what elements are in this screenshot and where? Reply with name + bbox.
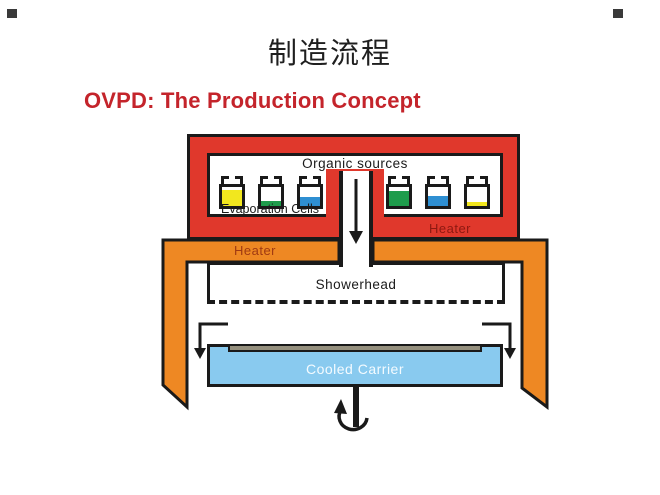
showerhead-label: Showerhead [315,277,397,292]
feed-tube [339,171,373,267]
corner-mark-left [7,9,17,18]
cell-fill [261,201,281,206]
cell-fill [222,190,242,206]
cell-prong-icon [299,176,307,185]
page-title: 制造流程 [267,36,392,70]
evaporation-cell-green [386,176,412,209]
slide-subtitle: OVPD: The Production Concept [84,88,421,113]
organic-sources-label: Organic sources [302,156,408,171]
cooled-carrier-label: Cooled Carrier [305,361,405,377]
cell-body [219,184,245,209]
cell-prong-icon [441,176,449,185]
cell-body [464,184,490,209]
cell-fill [428,195,448,206]
evaporation-cell-blue [425,176,451,209]
evaporation-cell-blue [297,176,323,209]
cell-prong-icon [313,176,321,185]
heater-label-lower: Heater [233,243,277,258]
heater-label-upper: Heater [428,221,472,236]
cell-body [425,184,451,209]
cell-prong-icon [466,176,474,185]
evaporation-cell-green [258,176,284,209]
cell-body [258,184,284,209]
substrate-plate [228,344,482,352]
cell-prong-icon [427,176,435,185]
cell-prong-icon [402,176,410,185]
evaporation-cells-label: Evaporation Cells [221,202,319,216]
evaporation-cells-left [219,176,323,209]
cell-prong-icon [221,176,229,185]
evaporation-cell-yellow [464,176,490,209]
cell-body [297,184,323,209]
evaporation-cell-yellow [219,176,245,209]
cell-fill [467,201,487,206]
cell-prong-icon [235,176,243,185]
evaporation-cells-right [386,176,490,209]
cell-body [386,184,412,209]
cell-prong-icon [480,176,488,185]
showerhead-box: Showerhead [207,262,505,304]
cell-fill [389,190,409,206]
cell-fill [300,196,320,206]
cell-prong-icon [388,176,396,185]
cell-prong-icon [274,176,282,185]
cell-prong-icon [260,176,268,185]
corner-mark-right [613,9,623,18]
